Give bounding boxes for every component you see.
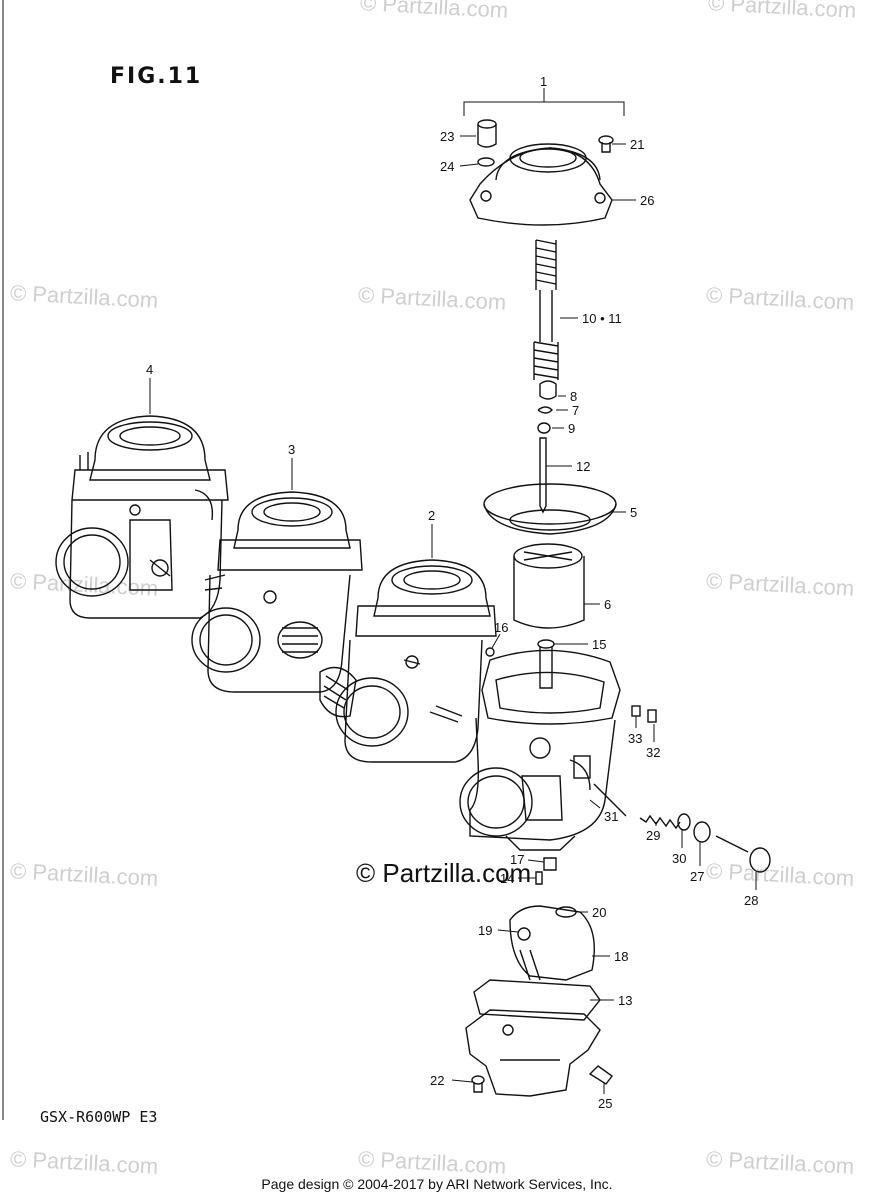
callout-25: 25 xyxy=(598,1096,612,1111)
part-27-o-ring xyxy=(693,821,711,843)
part-23-cap xyxy=(477,119,497,148)
callout-6: 6 xyxy=(604,597,611,612)
callout-33: 33 xyxy=(628,731,642,746)
part-33-screw xyxy=(631,705,641,717)
carburetor-3 xyxy=(191,491,363,693)
callout-10-11: 10 • 11 xyxy=(582,311,622,326)
callout-7: 7 xyxy=(572,403,579,418)
callout-5: 5 xyxy=(630,505,637,520)
part-29-spring xyxy=(639,814,681,830)
part-18-float xyxy=(509,905,595,981)
page-credit: Page design © 2004-2017 by ARI Network S… xyxy=(261,1176,613,1192)
part-5-diaphragm xyxy=(483,483,617,535)
leader-lines xyxy=(149,88,757,1094)
part-8-retainer xyxy=(539,380,557,400)
part-12-jet-needle xyxy=(539,437,547,514)
callout-20: 20 xyxy=(592,905,606,920)
part-17-jet xyxy=(543,857,557,871)
callout-13: 13 xyxy=(618,993,632,1008)
float-bowl xyxy=(465,1009,601,1097)
callout-31: 31 xyxy=(604,809,618,824)
callout-28: 28 xyxy=(744,893,758,908)
part-28-bolt xyxy=(715,835,771,873)
carburetor-2 xyxy=(319,559,497,763)
callout-2: 2 xyxy=(428,508,435,523)
part-26-top-cap xyxy=(469,143,613,226)
model-code: GSX-R600WP E3 xyxy=(40,1108,158,1126)
part-31-pilot-screw xyxy=(593,783,627,817)
part-24-ring xyxy=(477,157,495,167)
part-9-spacer xyxy=(537,422,551,434)
part-22-screw xyxy=(471,1075,485,1093)
callout-16: 16 xyxy=(494,620,508,635)
part-14-jet xyxy=(535,871,543,885)
part-15-needle-jet xyxy=(537,639,555,689)
callout-30: 30 xyxy=(672,851,686,866)
callout-9: 9 xyxy=(568,421,575,436)
part-30-washer xyxy=(677,813,691,831)
callout-21: 21 xyxy=(630,137,644,152)
part-32-screw xyxy=(647,709,657,723)
carburetor-4 xyxy=(55,415,229,619)
callout-24: 24 xyxy=(440,159,454,174)
callouts: 1 2 3 4 5 6 7 8 9 10 • 11 12 13 14 15 16… xyxy=(146,74,758,1111)
callout-17: 17 xyxy=(510,852,524,867)
figure-title: FIG.11 xyxy=(110,64,203,89)
part-21-screw xyxy=(598,135,614,153)
callout-8: 8 xyxy=(570,389,577,404)
part-16-o-ring xyxy=(485,647,495,657)
part-25-drain-screw xyxy=(588,1065,613,1085)
part-6-piston xyxy=(513,543,585,629)
callout-29: 29 xyxy=(646,828,660,843)
callout-12: 12 xyxy=(576,459,590,474)
callout-19: 19 xyxy=(478,923,492,938)
center-watermark: © Partzilla.com xyxy=(356,858,532,888)
part-10-11-spring xyxy=(533,239,559,380)
callout-18: 18 xyxy=(614,949,628,964)
callout-15: 15 xyxy=(592,637,606,652)
callout-22: 22 xyxy=(430,1073,444,1088)
part-7-clip xyxy=(537,406,553,414)
callout-4: 4 xyxy=(146,362,153,377)
callout-14: 14 xyxy=(500,871,514,886)
callout-23: 23 xyxy=(440,129,454,144)
callout-3: 3 xyxy=(288,442,295,457)
carburetor-1 xyxy=(459,649,621,851)
callout-27: 27 xyxy=(690,869,704,884)
callout-26: 26 xyxy=(640,193,654,208)
callout-1: 1 xyxy=(540,74,547,89)
callout-32: 32 xyxy=(646,745,660,760)
